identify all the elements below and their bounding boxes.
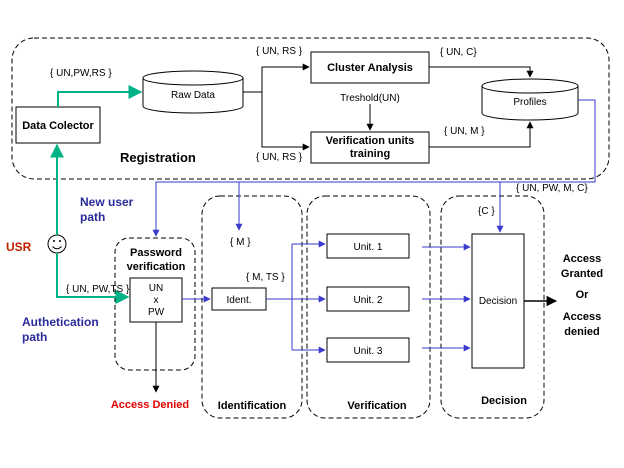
verification-training-label-2: training <box>350 148 390 160</box>
blue-line-profiles-out <box>152 99 596 237</box>
unit3-box <box>326 337 410 363</box>
smiley-face-icon <box>47 234 67 254</box>
verification-training-box <box>310 131 430 164</box>
label-un-rs-bottom: { UN, RS } <box>256 152 303 163</box>
unit1-label: Unit. 1 <box>354 242 383 253</box>
unpw-label-3: PW <box>148 307 165 318</box>
unpw-label-1: UN <box>149 283 163 294</box>
data-collector-box <box>15 106 101 144</box>
label-un-pw-rs: { UN,PW,RS } <box>50 68 112 79</box>
decision-box-label: Decision <box>479 296 517 307</box>
unpw-box <box>129 277 183 323</box>
access-denied-label-1: Access <box>563 311 602 323</box>
password-section <box>114 237 196 371</box>
unit3-label: Unit. 3 <box>354 346 383 357</box>
green-arrow-collector-to-rawdata <box>57 85 143 107</box>
decision-section <box>440 195 545 419</box>
arrow-to-training <box>261 92 310 151</box>
profiles-label: Profiles <box>513 97 546 108</box>
label-un-c: { UN, C} <box>440 47 477 58</box>
label-un-m: { UN, M } <box>444 126 485 137</box>
profiles-cylinder: Profiles <box>481 78 579 121</box>
registration-section <box>11 37 610 180</box>
authentication-path-label-1: Authetication <box>22 315 99 329</box>
unit1-box <box>326 233 410 259</box>
verification-training-label-1: Verification units <box>326 135 415 147</box>
password-verification-title-1: Password <box>130 247 182 259</box>
label-c: {C } <box>478 206 495 217</box>
unit2-box <box>326 286 410 312</box>
access-granted-label-2: Granted <box>561 268 603 280</box>
green-arrow-user-to-unpw <box>56 253 130 304</box>
raw-data-label: Raw Data <box>171 90 215 101</box>
verification-title: Verification <box>347 400 407 412</box>
unpw-label-2: x <box>154 295 159 306</box>
new-user-path-label-2: path <box>80 210 105 224</box>
authentication-path-label-2: path <box>22 330 47 344</box>
label-m-ts: { M, TS } <box>246 272 285 283</box>
decision-box <box>471 233 525 369</box>
decision-title: Decision <box>481 395 527 407</box>
arrow-cluster-to-profiles <box>429 66 534 78</box>
new-user-path-label-1: New user <box>80 195 134 209</box>
arrow-training-to-profiles <box>429 121 534 148</box>
password-verification-title-2: verification <box>127 261 186 273</box>
label-m: { M } <box>230 237 251 248</box>
or-label: Or <box>576 289 590 301</box>
unit2-label: Unit. 2 <box>354 295 383 306</box>
registration-title: Registration <box>120 150 196 165</box>
access-denied-label-2: denied <box>564 326 599 338</box>
raw-data-cylinder: Raw Data <box>142 70 244 114</box>
identification-section <box>201 195 303 419</box>
verification-section <box>306 195 431 419</box>
identification-title: Identification <box>218 400 287 412</box>
data-collector-label: Data Colector <box>22 120 94 132</box>
cluster-analysis-label: Cluster Analysis <box>327 62 413 74</box>
label-treshold: Treshold(UN) <box>340 93 400 104</box>
label-un-rs-top: { UN, RS } <box>256 46 303 57</box>
label-un-pw-m-c: { UN, PW, M, C} <box>516 183 588 194</box>
ident-label: Ident. <box>226 295 251 306</box>
arrow-to-cluster <box>261 63 310 92</box>
usr-label: USR <box>6 240 32 254</box>
access-denied-red-label: Access Denied <box>111 399 189 411</box>
access-granted-label-1: Access <box>563 253 602 265</box>
label-un-pw-ts: { UN, PW,TS } <box>66 284 130 295</box>
